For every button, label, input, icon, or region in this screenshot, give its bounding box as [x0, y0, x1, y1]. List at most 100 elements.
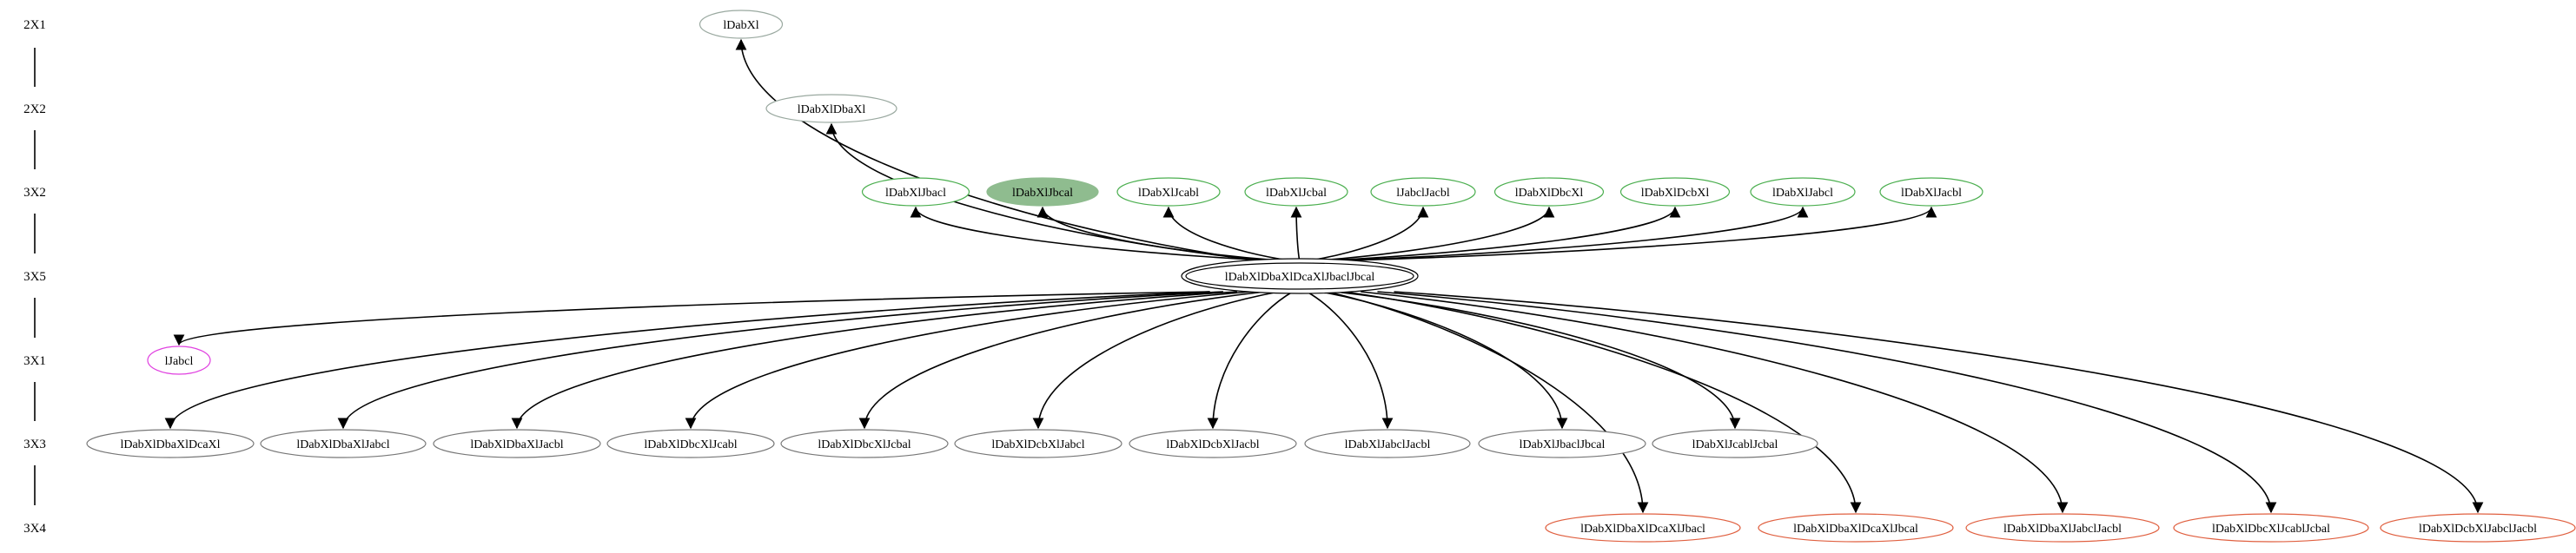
node-outline — [1244, 177, 1348, 207]
node-outline — [1304, 429, 1471, 458]
node-outline — [1652, 429, 1818, 458]
node-outline — [1545, 513, 1741, 543]
node-label: lDabXlJbaclJbcal — [1520, 438, 1606, 451]
node-r2[interactable]: lDabXlDbaXlDcaXlJbcal — [1758, 513, 1954, 543]
node-n2x1[interactable]: lDabXl — [699, 10, 784, 39]
node-g5[interactable]: lJabclJacbl — [1370, 177, 1476, 207]
node-label: lDabXlJbcal — [1012, 187, 1073, 200]
node-b4[interactable]: lDabXlDbcXlJcabl — [606, 429, 775, 458]
node-b7[interactable]: lDabXlDcbXlJacbl — [1129, 429, 1297, 458]
edge-arrow — [1321, 291, 1568, 430]
edge-arrow — [1036, 206, 1280, 261]
edge-arrow — [1309, 206, 1429, 261]
edge-arrow — [1207, 291, 1294, 430]
node-outline — [1493, 177, 1605, 207]
node-g7[interactable]: lDabXlDcbXl — [1619, 177, 1731, 207]
node-outline — [1129, 429, 1297, 458]
node-label: lDabXlDbaXlDcaXlJbacl — [1580, 523, 1705, 536]
node-label: lDabXlDbaXlDcaXlJbcal — [1793, 523, 1918, 536]
node-label: lDabXlDbcXlJcabl — [644, 438, 737, 451]
node-outline — [1750, 177, 1856, 207]
node-outline — [1185, 262, 1414, 290]
node-g4[interactable]: lDabXlJcbal — [1244, 177, 1348, 207]
node-label: lDabXl — [723, 19, 758, 32]
node-r3[interactable]: lDabXlDbaXlJabclJacbl — [1965, 513, 2160, 543]
node-outline — [1965, 513, 2160, 543]
node-label: lDabXlJabcl — [1772, 187, 1833, 200]
edge-arrow — [910, 206, 1269, 261]
node-n2x2[interactable]: lDabXlDbaXl — [765, 94, 897, 123]
node-outline — [699, 10, 784, 39]
node-b3[interactable]: lDabXlDbaXlJacbl — [433, 429, 601, 458]
edge-arrow — [1327, 291, 1649, 514]
node-label: lDabXlJcbal — [1266, 187, 1327, 200]
edge-arrow — [735, 38, 1255, 261]
node-r4[interactable]: lDabXlDbcXlJcablJcbal — [2173, 513, 2369, 543]
node-outline — [1478, 429, 1646, 458]
edge-arrow — [1377, 291, 2277, 514]
node-b8[interactable]: lDabXlJabclJacbl — [1304, 429, 1471, 458]
node-r5[interactable]: lDabXlDcbXlJabclJacbl — [2380, 513, 2576, 543]
node-b9[interactable]: lDabXlJbaclJbcal — [1478, 429, 1646, 458]
node-label: lDabXlDcbXlJacbl — [1166, 438, 1259, 451]
node-outline — [1181, 258, 1419, 294]
node-b6[interactable]: lDabXlDcbXlJabcl — [954, 429, 1122, 458]
level-label: 3X1 — [23, 354, 46, 368]
node-label: lDabXlDbcXlJcablJcbal — [2212, 523, 2330, 536]
node-label: lJabcl — [165, 355, 194, 368]
node-label: lDabXlDcbXl — [1641, 187, 1710, 200]
node-g2[interactable]: lDabXlJbcal — [986, 177, 1099, 207]
node-label: lDabXlJacbl — [1901, 187, 1962, 200]
node-b5[interactable]: lDabXlDbcXlJcbal — [780, 429, 949, 458]
edge-arrow — [1350, 206, 1937, 261]
edge-arrow — [173, 291, 1210, 346]
edge-arrow — [1032, 291, 1280, 430]
node-label: lDabXlDbaXlDcaXl — [120, 438, 220, 451]
node-g6[interactable]: lDabXlDbcXl — [1493, 177, 1605, 207]
level-label: 2X2 — [23, 102, 46, 116]
edge-arrow — [337, 291, 1223, 430]
node-label: lJabclJacbl — [1396, 187, 1450, 200]
node-g1[interactable]: lDabXlJbacl — [861, 177, 970, 207]
node-outline — [2173, 513, 2369, 543]
edges — [164, 38, 2484, 514]
node-label: lDabXlDcbXlJabcl — [991, 438, 1084, 451]
node-label: lDabXlDbcXl — [1515, 187, 1584, 200]
edge-arrow — [1334, 291, 1741, 430]
node-outline — [1370, 177, 1476, 207]
node-outline — [260, 429, 427, 458]
node-b1[interactable]: lDabXlDbaXlDcaXl — [86, 429, 255, 458]
node-r1[interactable]: lDabXlDbaXlDcaXlJbacl — [1545, 513, 1741, 543]
node-g9[interactable]: lDabXlJacbl — [1879, 177, 1983, 207]
node-label: lDabXlDbaXlJabclJacbl — [2003, 523, 2122, 536]
edge-arrow — [1319, 206, 1555, 261]
level-label: 2X1 — [23, 18, 46, 32]
node-label: lDabXlJbacl — [885, 187, 946, 200]
node-outline — [433, 429, 601, 458]
node-root[interactable]: lDabXlDbaXlDcaXlJbaclJbcal — [1181, 258, 1419, 294]
node-b2[interactable]: lDabXlDbaXlJabcl — [260, 429, 427, 458]
node-m1[interactable]: lJabcl — [147, 346, 211, 375]
node-outline — [86, 429, 255, 458]
edge-arrow — [164, 291, 1210, 430]
node-outline — [1758, 513, 1954, 543]
node-label: lDabXlDbaXl — [798, 103, 866, 116]
node-label: lDabXlJcabl — [1138, 187, 1199, 200]
edge-arrow — [1306, 291, 1394, 430]
node-g8[interactable]: lDabXlJabcl — [1750, 177, 1856, 207]
edge-arrow — [858, 291, 1266, 430]
node-g3[interactable]: lDabXlJcabl — [1116, 177, 1221, 207]
edge-arrow — [1329, 206, 1681, 261]
node-label: lDabXlDbcXlJcbal — [818, 438, 911, 451]
node-label: lDabXlDbaXlJacbl — [470, 438, 563, 451]
node-b10[interactable]: lDabXlJcablJcbal — [1652, 429, 1818, 458]
edge-arrow — [511, 291, 1237, 430]
edge-arrow — [1162, 206, 1290, 261]
node-outline — [765, 94, 897, 123]
edge-arrow — [1394, 291, 2484, 514]
node-outline — [954, 429, 1122, 458]
node-outline — [2380, 513, 2576, 543]
level-label: 3X5 — [23, 270, 46, 284]
edge-arrow — [1290, 206, 1302, 261]
